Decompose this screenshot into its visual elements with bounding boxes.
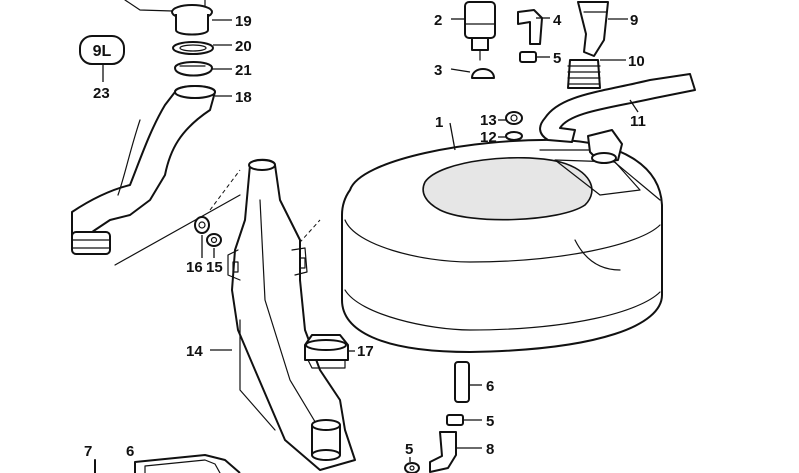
- callout-5-top: 5: [553, 50, 561, 67]
- elbow-fitting[interactable]: [429, 431, 457, 473]
- nut-16[interactable]: [194, 216, 210, 234]
- callout-23: 23: [93, 85, 110, 102]
- callout-11: 11: [630, 113, 646, 130]
- nut-13[interactable]: [505, 111, 523, 125]
- callout-2: 2: [434, 12, 442, 29]
- callout-13: 13: [480, 112, 497, 129]
- capacity-badge-text: 9L: [93, 43, 112, 60]
- callout-20: 20: [235, 38, 252, 55]
- callout-8: 8: [486, 441, 494, 458]
- hose-section[interactable]: [454, 361, 470, 403]
- washer-12[interactable]: [505, 131, 523, 141]
- hose-clamp-mid[interactable]: [446, 414, 464, 426]
- washer-15[interactable]: [206, 233, 222, 247]
- hose-clamp-bottom[interactable]: [404, 462, 420, 473]
- bump-stop[interactable]: [304, 334, 349, 369]
- tank-bracket[interactable]: [227, 158, 356, 471]
- callout-9: 9: [630, 12, 638, 29]
- callout-5-bottom: 5: [405, 441, 413, 458]
- rubber-cap[interactable]: [471, 68, 495, 79]
- strap-assembly[interactable]: [94, 454, 241, 473]
- vent-hose[interactable]: [539, 73, 696, 143]
- fuel-tank[interactable]: [341, 138, 663, 353]
- tank-fitting[interactable]: [587, 129, 623, 164]
- seal-ring-20[interactable]: [172, 41, 214, 55]
- callout-4: 4: [553, 12, 562, 29]
- hose-clamp-top[interactable]: [519, 51, 537, 63]
- callout-19: 19: [235, 13, 252, 30]
- callout-7: 7: [84, 443, 92, 460]
- filler-neck-upper[interactable]: [577, 1, 609, 57]
- callout-18: 18: [235, 89, 252, 106]
- callout-3: 3: [434, 62, 442, 79]
- bracket-cylinder[interactable]: [311, 419, 341, 461]
- elbow-hose[interactable]: [517, 9, 543, 45]
- callout-6-right: 6: [486, 378, 494, 395]
- callout-5-mid: 5: [486, 413, 494, 430]
- callout-17: 17: [357, 343, 374, 360]
- callout-1: 1: [435, 114, 443, 131]
- callout-15: 15: [206, 259, 223, 276]
- filler-pipe[interactable]: [71, 85, 216, 255]
- bellows-sleeve[interactable]: [567, 59, 601, 89]
- grommet-19[interactable]: [171, 4, 213, 36]
- pump-unit[interactable]: [464, 1, 496, 61]
- callout-21: 21: [235, 62, 252, 79]
- capacity-badge: 9L: [79, 35, 125, 65]
- callout-12: 12: [480, 129, 497, 146]
- clip-ring-21[interactable]: [174, 61, 213, 77]
- callout-16: 16: [186, 259, 203, 276]
- callout-6-left: 6: [126, 443, 134, 460]
- callout-10: 10: [628, 53, 645, 70]
- callout-14: 14: [186, 343, 203, 360]
